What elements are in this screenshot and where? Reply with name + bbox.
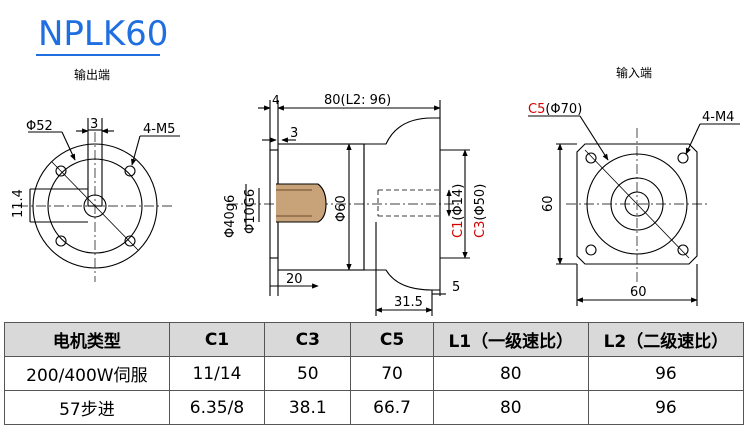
header-c1: C1 (168, 322, 266, 357)
header-l1: L1（一级速比） (432, 322, 589, 357)
mount-hole (585, 244, 597, 256)
mount-hole (585, 152, 597, 164)
c5-label: C5 (528, 102, 545, 117)
c5-value: (Φ70) (545, 102, 582, 117)
dim-80: 80(L2: 96) (324, 93, 391, 108)
dim-60-horizontal: 60 (630, 285, 647, 300)
cell-c5: 66.7 (350, 390, 434, 425)
square-flange (576, 143, 698, 265)
dim-phi52: Φ52 (26, 119, 53, 134)
header-c3: C3 (264, 322, 352, 357)
cell-l2: 96 (587, 390, 745, 425)
cell-l2: 96 (587, 356, 745, 391)
header-l2: L2（二级速比） (587, 322, 745, 357)
mount-hole (677, 152, 689, 164)
dim-holes-m5: 4-M5 (143, 122, 175, 137)
title-underline (36, 54, 160, 56)
dim-c3: C3(Φ50) (473, 184, 488, 238)
dim-11-4: 11.4 (11, 189, 26, 218)
cell-motor-type: 200/400W伺服 (4, 356, 170, 391)
dim-phi60: Φ60 (334, 195, 349, 222)
input-view (528, 115, 740, 306)
header-c5: C5 (350, 322, 434, 357)
mount-hole (124, 165, 136, 177)
side-view (228, 100, 470, 316)
mount-hole (55, 165, 67, 177)
input-end-label: 输入端 (616, 66, 653, 80)
dim-key-width: 3 (90, 117, 98, 132)
c3-value: (Φ50) (473, 184, 488, 221)
c1-label: C1 (451, 221, 466, 238)
cell-c5: 70 (350, 356, 434, 391)
output-end-label: 输出端 (74, 68, 111, 82)
cell-c1: 11/14 (168, 356, 266, 391)
cell-l1: 80 (432, 390, 589, 425)
table-row: 57步进 6.35/8 38.1 66.7 80 96 (4, 390, 745, 425)
dim-c1: C1(Φ14) (451, 184, 466, 238)
dim-holes-m4: 4-M4 (702, 110, 734, 125)
header-motor-type: 电机类型 (4, 322, 170, 357)
cell-c1: 6.35/8 (168, 390, 266, 425)
dim-60-vertical: 60 (541, 195, 556, 212)
c3-label: C3 (473, 221, 488, 238)
table-header-row: 电机类型 C1 C3 C5 L1（一级速比） L2（二级速比） (4, 322, 745, 357)
dim-phi40g6: Φ40g6 (223, 195, 238, 238)
cell-c3: 50 (264, 356, 352, 391)
dim-5: 5 (452, 280, 460, 295)
dim-31-5: 31.5 (394, 295, 423, 310)
mount-hole (124, 235, 136, 247)
dim-phi10g6: Φ10G6 (243, 189, 258, 234)
cell-c3: 38.1 (264, 390, 352, 425)
front-view (18, 118, 180, 282)
dim-20: 20 (286, 272, 303, 287)
technical-drawing: Φ52 3 4-M5 11.4 (11, 93, 740, 316)
table-row: 200/400W伺服 11/14 50 70 80 96 (4, 356, 745, 391)
outer-flange-circle (32, 143, 158, 269)
c1-value: (Φ14) (451, 184, 466, 221)
mount-hole (677, 244, 689, 256)
cell-l1: 80 (432, 356, 589, 391)
spec-table: 电机类型 C1 C3 C5 L1（一级速比） L2（二级速比） 200/400W… (4, 322, 745, 425)
page-title: NPLK60 (38, 14, 169, 54)
dim-4: 4 (272, 93, 280, 107)
dim-3-side: 3 (290, 126, 298, 141)
mount-hole (55, 235, 67, 247)
dim-c5: C5(Φ70) (528, 102, 582, 117)
cell-motor-type: 57步进 (4, 390, 170, 425)
